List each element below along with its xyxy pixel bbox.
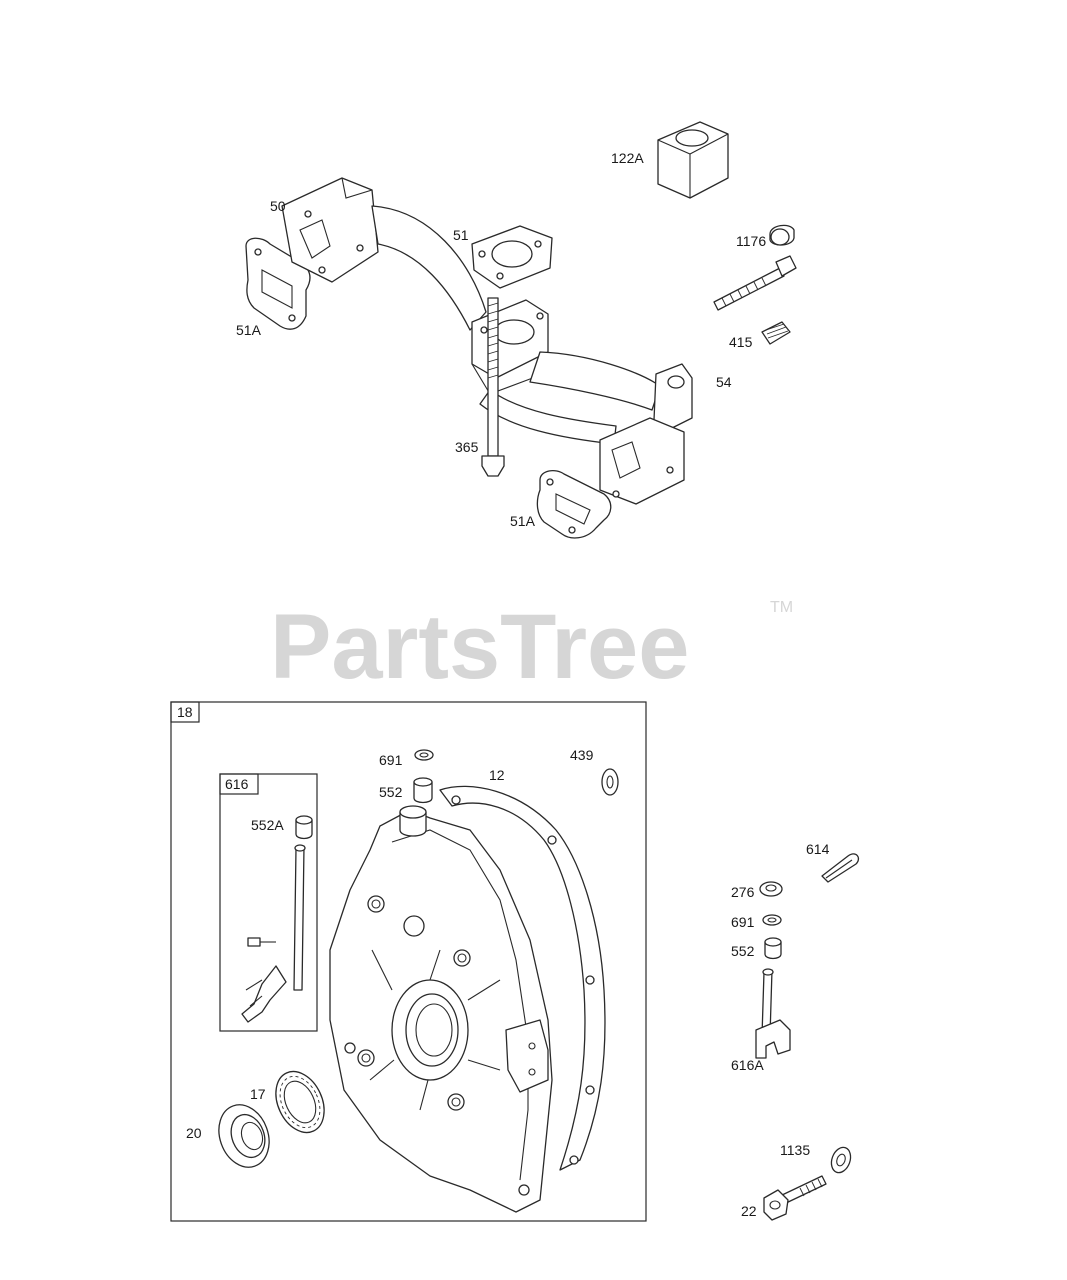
label-439: 439 (570, 747, 594, 763)
label-54: 54 (716, 374, 732, 390)
label-50: 50 (270, 198, 286, 214)
part-691-washer-right (762, 914, 782, 926)
label-22: 22 (741, 1203, 757, 1219)
label-12: 12 (489, 767, 505, 783)
part-50-manifold (281, 177, 693, 505)
part-1135-washer (830, 1146, 852, 1174)
label-614: 614 (806, 841, 830, 857)
part-12-gasket (439, 785, 606, 1171)
label-415: 415 (729, 334, 753, 350)
group-tag-18 (170, 701, 200, 723)
part-552-bushing-right (764, 937, 782, 960)
label-616A: 616A (731, 1057, 764, 1073)
group-box-18 (170, 701, 647, 1222)
label-552A: 552A (251, 817, 284, 833)
part-552A-bushing (295, 815, 313, 840)
label-51A-lower: 51A (510, 513, 536, 529)
label-17: 17 (250, 1086, 266, 1102)
part-616A-governor-shaft (755, 968, 791, 1059)
part-51-gasket (471, 225, 553, 289)
watermark-trademark: TM (770, 599, 793, 616)
label-691-top: 691 (379, 752, 403, 768)
label-552-right: 552 (731, 943, 755, 959)
label-51: 51 (453, 227, 469, 243)
label-20: 20 (186, 1125, 202, 1141)
part-22-bolt (763, 1175, 827, 1221)
part-552-bushing-top (413, 777, 433, 804)
group-box-616 (219, 773, 318, 1032)
label-122A: 122A (611, 150, 644, 166)
part-614-cotter-pin (821, 853, 860, 883)
part-54-stud (713, 255, 797, 311)
part-1176-plug (769, 224, 795, 246)
part-17-bearing (275, 1070, 325, 1134)
part-415-fitting (761, 321, 791, 345)
label-1135: 1135 (780, 1142, 810, 1158)
label-1176: 1176 (736, 233, 766, 249)
part-51A-gasket-lower (536, 469, 612, 539)
group-label-616: 616 (225, 776, 249, 792)
group-tag-616 (219, 773, 259, 795)
part-20-seal (218, 1104, 270, 1168)
label-51A-upper: 51A (236, 322, 262, 338)
part-616-governor-shaft (241, 844, 306, 1023)
part-crankcase-cover (329, 805, 553, 1213)
part-365-bolt (481, 297, 505, 477)
part-122A-spacer (657, 121, 729, 199)
part-439-washer (601, 768, 619, 796)
watermark-brand: PartsTree (270, 596, 689, 698)
label-276: 276 (731, 884, 755, 900)
part-691-washer-top (414, 749, 434, 761)
label-691-right: 691 (731, 914, 755, 930)
part-276-washer (759, 881, 783, 897)
group-label-18: 18 (177, 704, 193, 720)
label-552-top: 552 (379, 784, 403, 800)
label-365: 365 (455, 439, 479, 455)
